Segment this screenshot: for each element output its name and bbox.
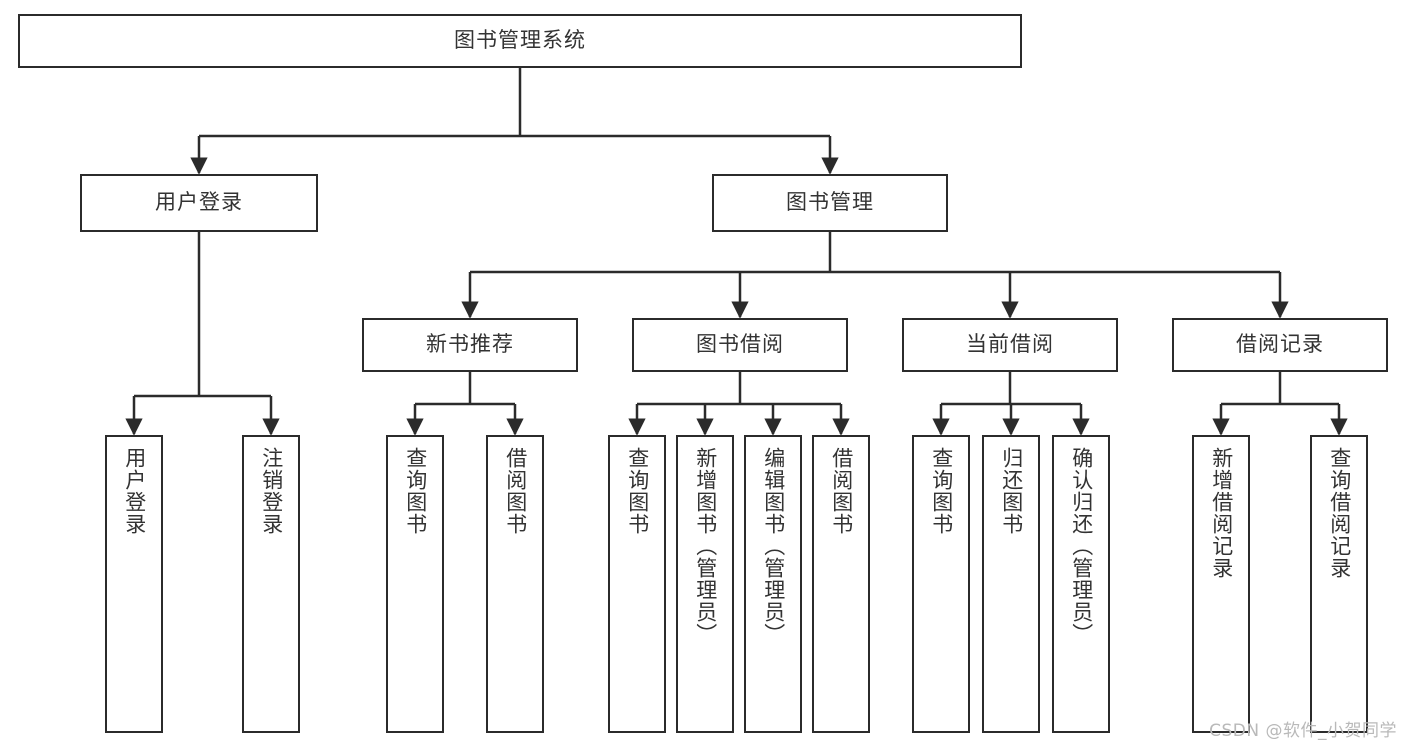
node-label: 新增借阅记录 xyxy=(1209,447,1234,579)
node-label: 确认归还（管理员） xyxy=(1069,447,1094,645)
node-label: 查询图书 xyxy=(929,447,954,535)
node-user-login[interactable]: 用户登录 xyxy=(80,174,318,232)
node-label: 借阅图书 xyxy=(503,447,528,535)
node-new-book-rec[interactable]: 新书推荐 xyxy=(362,318,578,372)
node-leaf-cb-query-book[interactable]: 查询图书 xyxy=(912,435,970,733)
node-label: 图书管理 xyxy=(786,190,874,215)
node-label: 归还图书 xyxy=(999,447,1024,535)
node-label: 借阅记录 xyxy=(1236,332,1324,357)
node-book-manage[interactable]: 图书管理 xyxy=(712,174,948,232)
node-leaf-user-login[interactable]: 用户登录 xyxy=(105,435,163,733)
node-label: 用户登录 xyxy=(122,447,147,535)
node-leaf-bb-query-book[interactable]: 查询图书 xyxy=(608,435,666,733)
node-label: 查询图书 xyxy=(625,447,650,535)
node-label: 当前借阅 xyxy=(966,332,1054,357)
node-leaf-br-query-record[interactable]: 查询借阅记录 xyxy=(1310,435,1368,733)
node-leaf-bb-edit-book[interactable]: 编辑图书（管理员） xyxy=(744,435,802,733)
node-book-borrow[interactable]: 图书借阅 xyxy=(632,318,848,372)
node-leaf-rec-borrow-book[interactable]: 借阅图书 xyxy=(486,435,544,733)
node-leaf-br-add-record[interactable]: 新增借阅记录 xyxy=(1192,435,1250,733)
node-leaf-logout[interactable]: 注销登录 xyxy=(242,435,300,733)
node-leaf-rec-query-book[interactable]: 查询图书 xyxy=(386,435,444,733)
node-current-borrow[interactable]: 当前借阅 xyxy=(902,318,1118,372)
node-label: 借阅图书 xyxy=(829,447,854,535)
node-label: 查询借阅记录 xyxy=(1327,447,1352,579)
node-label: 图书借阅 xyxy=(696,332,784,357)
node-label: 注销登录 xyxy=(259,447,284,535)
node-leaf-bb-borrow-book[interactable]: 借阅图书 xyxy=(812,435,870,733)
node-leaf-cb-confirm-return[interactable]: 确认归还（管理员） xyxy=(1052,435,1110,733)
node-root[interactable]: 图书管理系统 xyxy=(18,14,1022,68)
watermark-label: CSDN @软件_小贺同学 xyxy=(1209,721,1397,741)
node-label: 新书推荐 xyxy=(426,332,514,357)
node-label: 编辑图书（管理员） xyxy=(761,447,786,645)
node-label: 查询图书 xyxy=(403,447,428,535)
node-leaf-bb-add-book[interactable]: 新增图书（管理员） xyxy=(676,435,734,733)
node-label: 用户登录 xyxy=(155,190,243,215)
node-label: 图书管理系统 xyxy=(454,28,586,53)
node-leaf-cb-return-book[interactable]: 归还图书 xyxy=(982,435,1040,733)
node-borrow-record[interactable]: 借阅记录 xyxy=(1172,318,1388,372)
node-label: 新增图书（管理员） xyxy=(693,447,718,645)
